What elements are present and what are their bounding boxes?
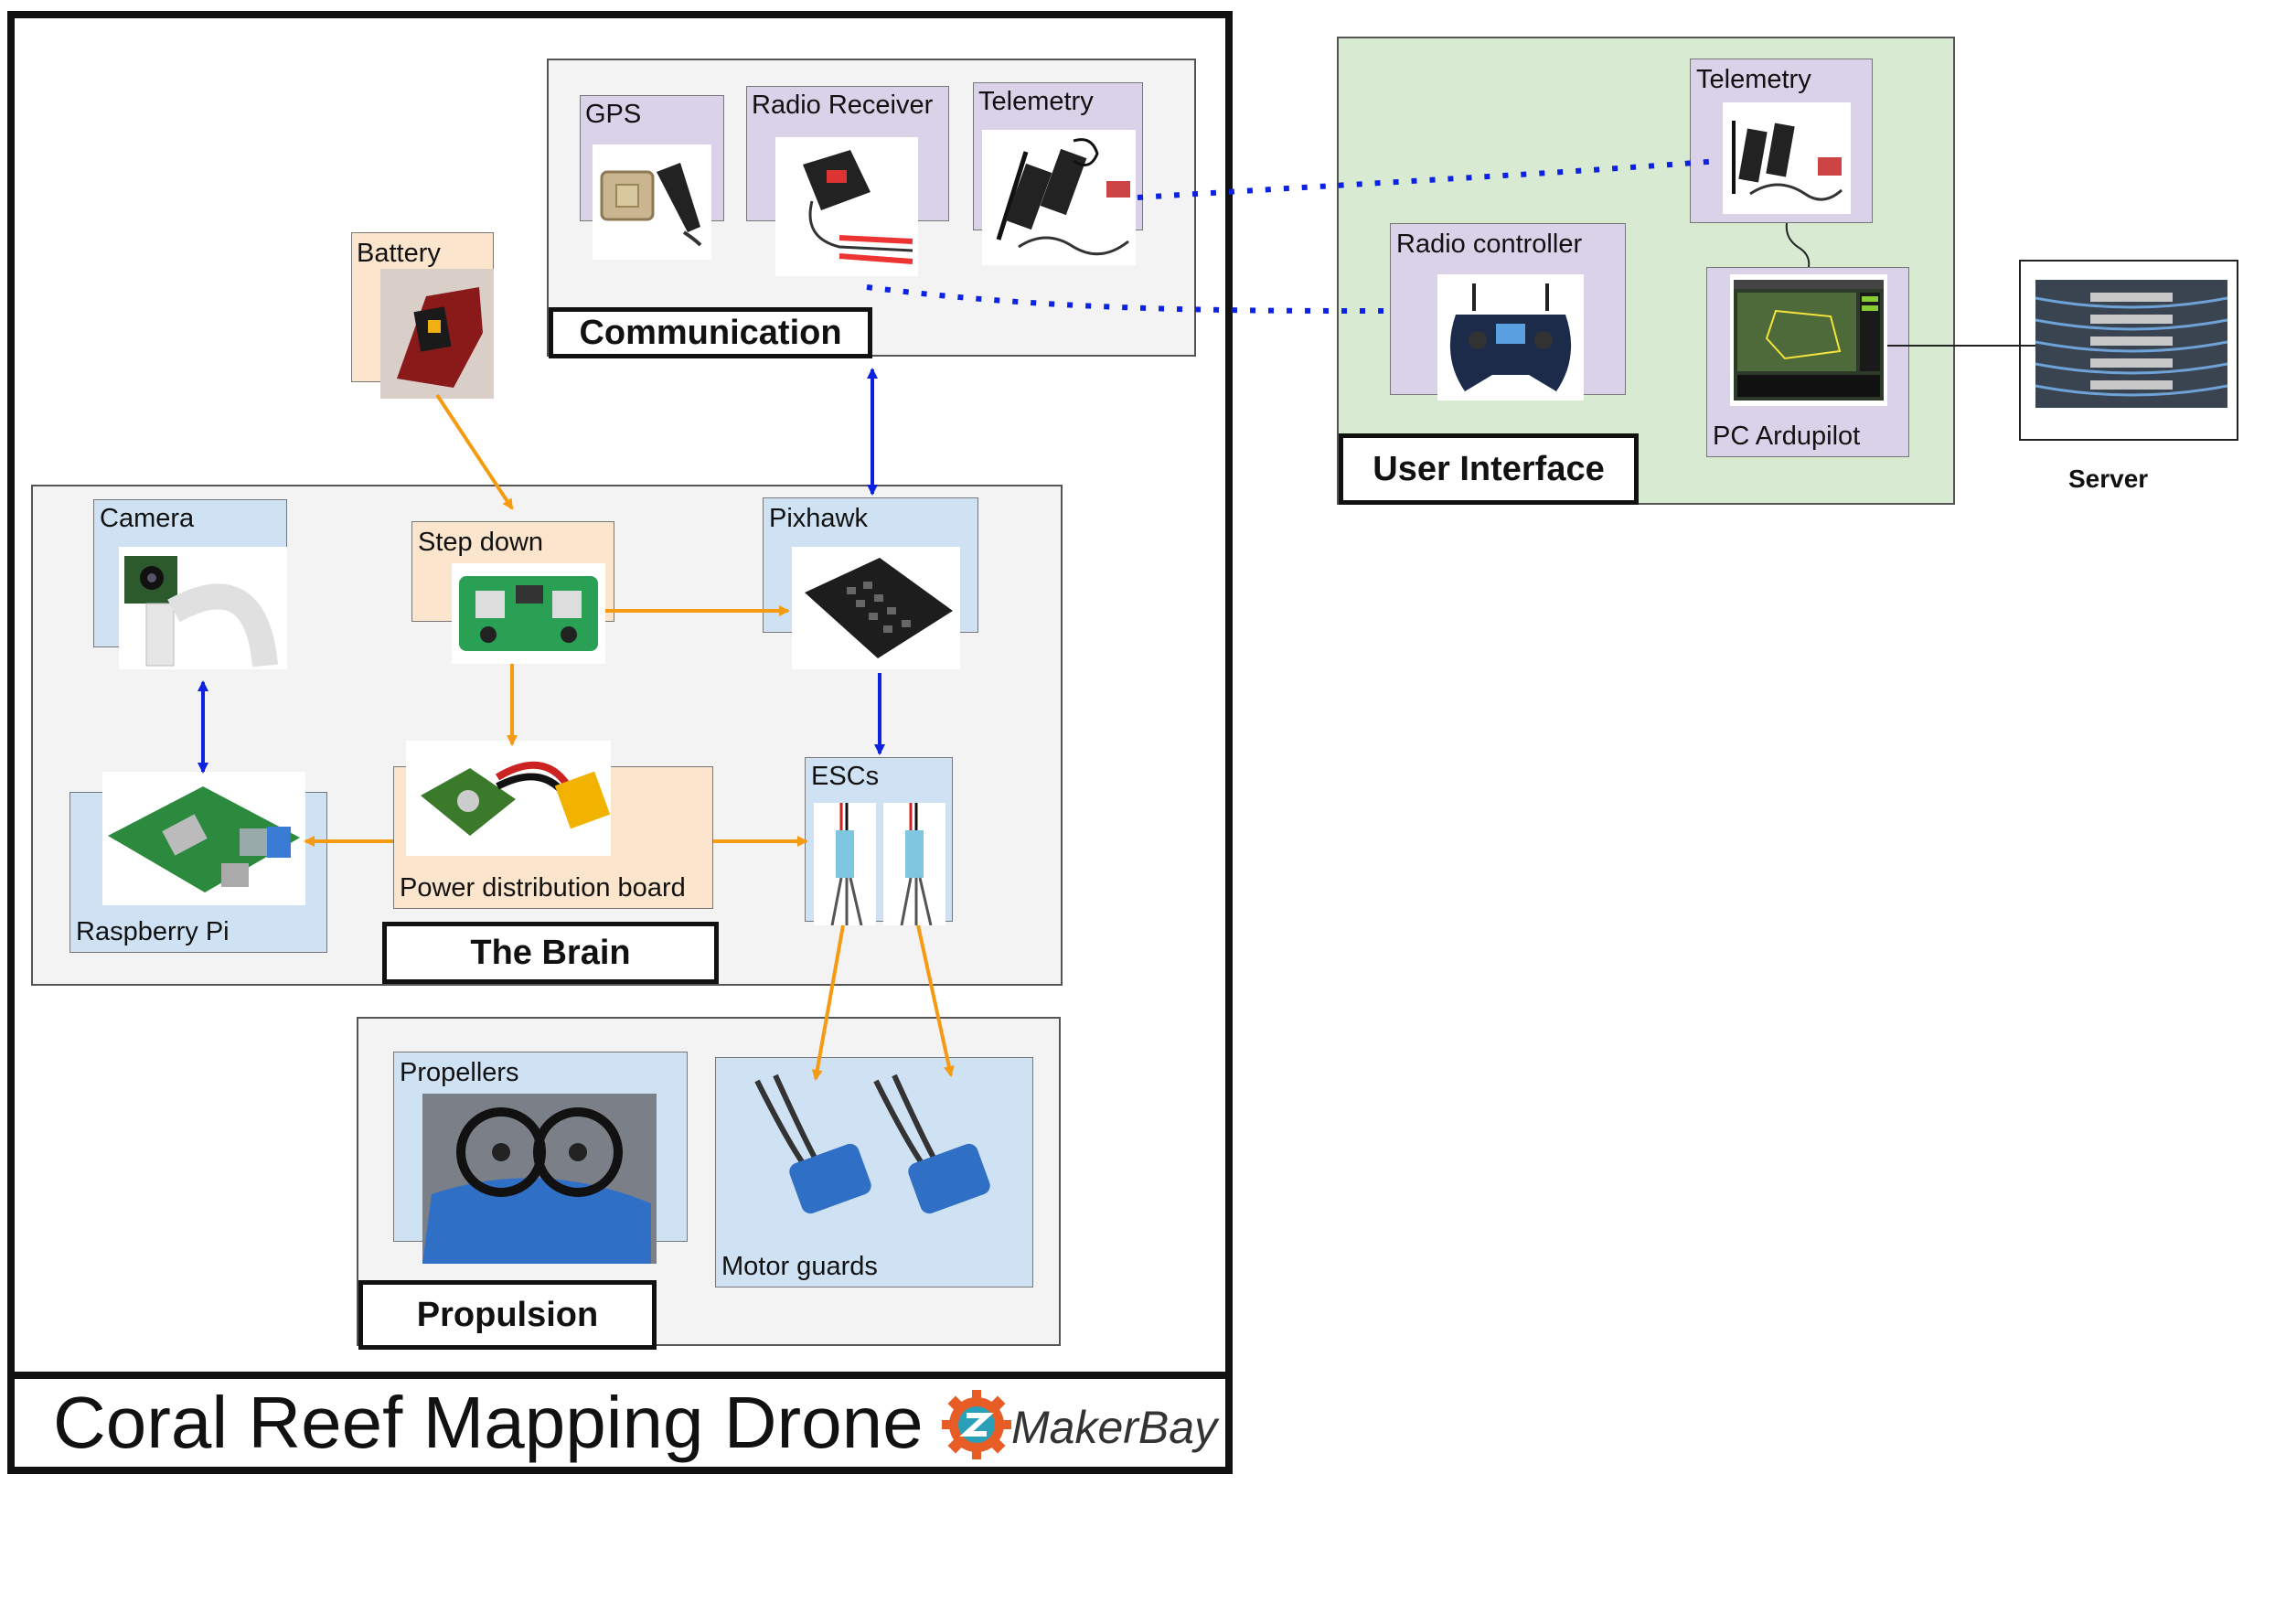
camera-label: Camera bbox=[100, 504, 195, 533]
communication-tag: Communication bbox=[549, 307, 872, 358]
radio-controller-label: Radio controller bbox=[1396, 230, 1583, 259]
pixhawk-photo bbox=[792, 547, 960, 669]
power-distribution-board-photo bbox=[406, 741, 611, 856]
motor-guards-label: Motor guards bbox=[721, 1252, 878, 1281]
esc-photo-1 bbox=[814, 803, 876, 926]
brain-tag: The Brain bbox=[382, 922, 719, 984]
raspberry-pi-photo bbox=[102, 772, 305, 905]
makerbay-logo: MakerBay bbox=[942, 1390, 1218, 1459]
telemetry-ui-label: Telemetry bbox=[1696, 65, 1811, 94]
propulsion-tag: Propulsion bbox=[358, 1280, 657, 1350]
pc-ardupilot-label: PC Ardupilot bbox=[1713, 422, 1861, 451]
camera-photo bbox=[119, 547, 287, 669]
pixhawk-label: Pixhawk bbox=[769, 504, 868, 533]
telemetry-ui-photo bbox=[1723, 102, 1851, 214]
telemetry-drone-label: Telemetry bbox=[978, 87, 1094, 116]
user-interface-tag: User Interface bbox=[1339, 433, 1639, 505]
propellers-label: Propellers bbox=[400, 1058, 519, 1087]
battery-photo bbox=[380, 269, 494, 399]
step-down-photo bbox=[452, 563, 605, 664]
propellers-photo bbox=[422, 1094, 657, 1264]
radio-receiver-label: Radio Receiver bbox=[752, 91, 934, 120]
gear-logo-icon bbox=[942, 1390, 1011, 1459]
raspberry-pi-label: Raspberry Pi bbox=[76, 917, 230, 946]
radio-controller-photo bbox=[1437, 274, 1584, 401]
server-label: Server bbox=[2068, 465, 2149, 493]
step-down-label: Step down bbox=[418, 528, 544, 557]
radio-receiver-photo bbox=[775, 137, 918, 276]
battery-label: Battery bbox=[357, 239, 441, 268]
motor-guards-photo bbox=[748, 1072, 1022, 1227]
telemetry-drone-photo bbox=[982, 130, 1136, 265]
gps-label: GPS bbox=[585, 100, 642, 129]
escs-label: ESCs bbox=[811, 762, 880, 791]
esc-photo-2 bbox=[883, 803, 945, 926]
power-distribution-board-label: Power distribution board bbox=[400, 873, 686, 903]
logo-text: MakerBay bbox=[1011, 1402, 1218, 1453]
pc-ardupilot-photo bbox=[1730, 274, 1887, 406]
title-bar bbox=[7, 1372, 1233, 1474]
page-title: Coral Reef Mapping Drone bbox=[53, 1382, 924, 1463]
gps-photo bbox=[593, 144, 711, 260]
server-photo bbox=[2035, 280, 2228, 408]
